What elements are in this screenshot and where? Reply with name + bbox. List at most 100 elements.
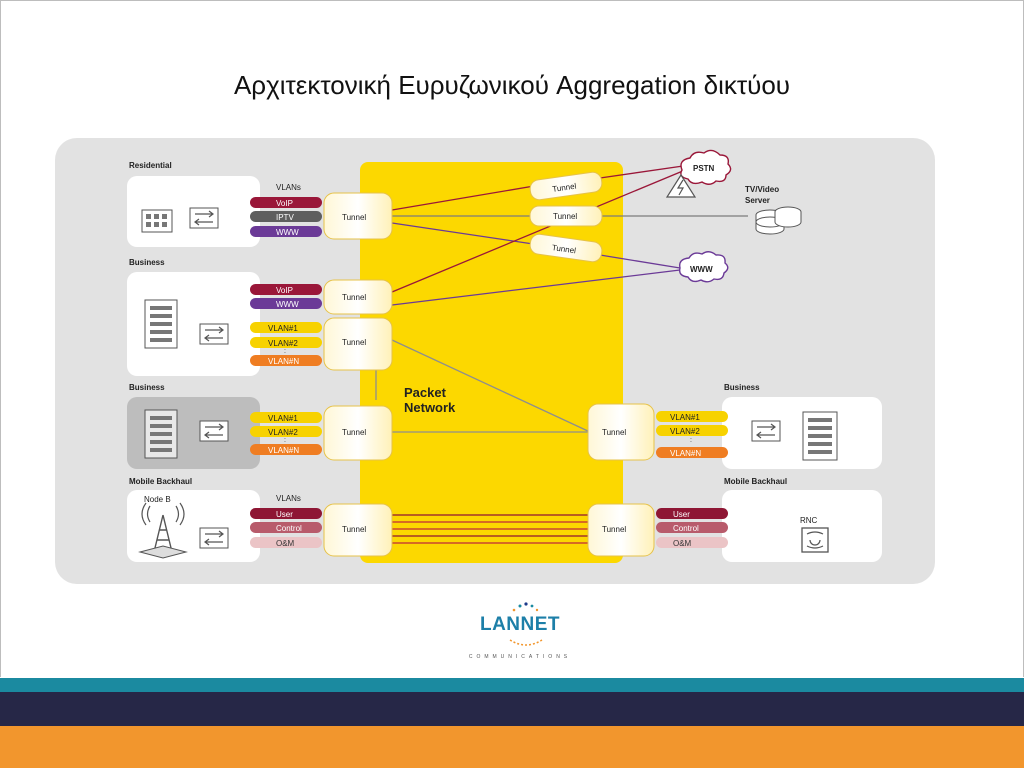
office-building-icon — [144, 299, 178, 349]
business-right-vlans: VLAN#1 VLAN#2 : VLAN#N — [656, 411, 728, 458]
node-b-label: Node B — [144, 495, 171, 504]
office-building-icon — [802, 411, 838, 461]
vlan-pill-n — [250, 444, 322, 455]
vlan-label-1: VLAN#1 — [268, 324, 298, 333]
tunnel-label: Tunnel — [552, 182, 577, 194]
tunnels: Tunnel Tunnel Tunnel Tunnel Tunnel Tunne… — [323, 171, 655, 557]
vlan-ellipsis: : — [284, 348, 286, 355]
vlan-pill-n — [656, 447, 728, 458]
tunnel-label: Tunnel — [602, 428, 626, 437]
connection-lines — [375, 164, 748, 544]
residential-vlans: VoIP IPTV WWW — [250, 197, 322, 237]
tunnel-pstn-shape — [529, 171, 603, 201]
section-label-residential: Residential — [129, 161, 172, 170]
vlan-pill-iptv — [250, 211, 322, 222]
vlan-pill-voip — [250, 197, 322, 208]
vlan-pill-2 — [656, 425, 728, 436]
house-icon — [141, 209, 173, 233]
vlan-label-user: User — [276, 510, 293, 519]
packet-network-core — [360, 162, 623, 563]
section-label-business-2: Business — [129, 383, 165, 392]
business2-vlans: VLAN#1 VLAN#2 : VLAN#N — [250, 412, 322, 455]
switch-icon — [751, 420, 781, 442]
switch-icon — [199, 420, 229, 442]
tunnel-label: Tunnel — [551, 243, 576, 255]
section-label-business-1: Business — [129, 258, 165, 267]
vlan-label-iptv: IPTV — [276, 213, 294, 222]
packet-network-label-1: Packet — [404, 385, 447, 400]
office-building-icon — [144, 409, 178, 459]
section-label-business-right: Business — [724, 383, 760, 392]
tunnel-mobile-right — [587, 503, 655, 557]
tunnel-www-shape — [529, 233, 603, 263]
tunnel-business-1b — [323, 317, 393, 371]
business1-vlans: VoIP WWW VLAN#1 VLAN#2 : VLAN#N — [250, 284, 322, 366]
business-vlan-path — [391, 339, 591, 433]
logo-arc-icon — [509, 639, 543, 646]
vlan-label-om: O&M — [673, 539, 692, 548]
vlan-pill-1 — [656, 411, 728, 422]
tunnel-tv — [529, 205, 603, 227]
vlan-pill-2 — [250, 426, 322, 437]
vlan-pill-user — [656, 508, 728, 519]
antenna-tower-icon — [138, 502, 188, 559]
footer-bar-navy — [0, 692, 1024, 726]
mobile-site-right — [722, 490, 882, 562]
vlan-label-2: VLAN#2 — [268, 339, 298, 348]
switch-icon — [199, 323, 229, 345]
mobile-right-vlans: User Control O&M — [656, 508, 728, 548]
vlan-pill-voip — [250, 284, 322, 295]
footer-bar-orange — [0, 726, 1024, 768]
vlan-pill-control — [656, 522, 728, 533]
tunnel-label: Tunnel — [553, 212, 577, 221]
vlan-pill-www — [250, 298, 322, 309]
vlan-label-control: Control — [276, 524, 302, 533]
vlan-label-om: O&M — [276, 539, 295, 548]
slide-title: Αρχιτεκτονική Ευρυζωνικού Aggregation δι… — [233, 70, 791, 100]
tunnel-business-2 — [323, 405, 393, 461]
footer-bar-teal — [0, 678, 1024, 692]
vlan-pill-1 — [250, 322, 322, 333]
business-www-path — [391, 269, 681, 306]
pstn-label: PSTN — [693, 164, 715, 173]
vlan-pill-n — [250, 355, 322, 366]
vlan-label-www: WWW — [276, 300, 299, 309]
vlan-pill-om — [250, 537, 322, 548]
vlan-label-voip: VoIP — [276, 286, 293, 295]
residential-www-cloud-path — [599, 254, 681, 269]
mobile-left-vlans: User Control O&M — [250, 508, 322, 548]
rnc-label: RNC — [800, 516, 818, 525]
www-cloud-icon: WWW — [678, 251, 729, 283]
vlan-pill-user — [250, 508, 322, 519]
rnc-device-icon — [801, 527, 829, 553]
tunnel-label: Tunnel — [342, 525, 366, 534]
vlan-label-2: VLAN#2 — [670, 427, 700, 436]
lightning-triangle-icon — [665, 173, 697, 198]
logo-dots-icon — [512, 602, 539, 612]
tv-video-label-1: TV/Video — [745, 185, 779, 194]
vlan-pill-2 — [250, 337, 322, 348]
business-site-right — [722, 397, 882, 469]
business-site-1 — [127, 272, 260, 376]
tunnel-business-1a — [323, 279, 393, 315]
tunnel-label: Tunnel — [342, 338, 366, 347]
switch-icon — [199, 527, 229, 549]
tunnel-label: Tunnel — [342, 428, 366, 437]
tunnel-label: Tunnel — [602, 525, 626, 534]
vlan-label-voip: VoIP — [276, 199, 293, 208]
vlan-label-n: VLAN#N — [268, 357, 299, 366]
section-label-mobile-left: Mobile Backhaul — [129, 477, 192, 486]
network-diagram: Packet Network Residential Business Busi… — [55, 138, 935, 584]
vlan-pill-control — [250, 522, 322, 533]
logo-wordmark: LANNET — [479, 614, 561, 635]
section-label-mobile-right: Mobile Backhaul — [724, 477, 787, 486]
vlan-label-www: WWW — [276, 228, 299, 237]
tunnel-mobile-left — [323, 503, 393, 557]
tunnel-business-right — [587, 403, 655, 461]
tunnel-www: Tunnel — [529, 233, 603, 263]
vlan-label-2: VLAN#2 — [268, 428, 298, 437]
logo-tagline: COMMUNICATIONS — [468, 654, 572, 660]
vlan-label-control: Control — [673, 524, 699, 533]
vlan-ellipsis: : — [284, 437, 286, 444]
vlan-pill-www — [250, 226, 322, 237]
